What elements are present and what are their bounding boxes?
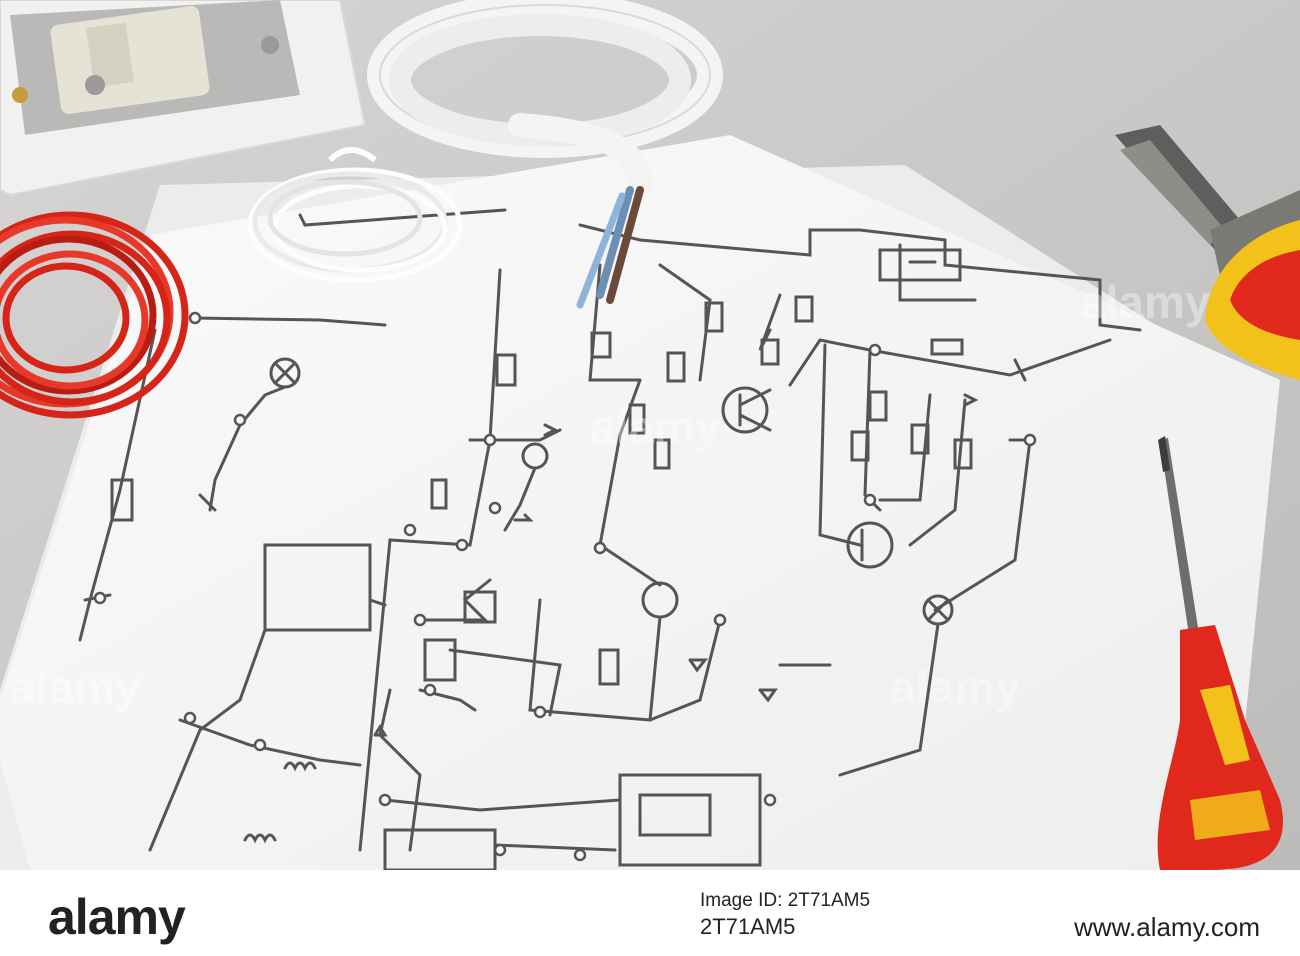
site-url: www.alamy.com xyxy=(1074,912,1260,942)
image-id-label: Image ID: 2T71AM5 xyxy=(700,890,871,911)
white-cable-coil xyxy=(367,0,723,309)
small-white-wire-coil xyxy=(247,147,463,283)
photo-illustration xyxy=(0,0,1300,870)
photo-scene: alamy alamy alamy alamy xyxy=(0,0,1300,870)
screwdriver xyxy=(1157,436,1283,870)
image-meta: Image ID: 2T71AM5 2T71AM5 www.alamy.com xyxy=(700,870,1260,956)
circuit-junctions xyxy=(93,311,1037,862)
pliers xyxy=(1115,125,1300,380)
red-wire-coil xyxy=(0,211,189,419)
brand-logo: alamy xyxy=(48,889,186,945)
wall-socket xyxy=(0,0,367,197)
image-id: 2T71AM5 xyxy=(700,914,796,939)
stock-footer: alamy Image ID: 2T71AM5 2T71AM5 www.alam… xyxy=(0,870,1300,956)
